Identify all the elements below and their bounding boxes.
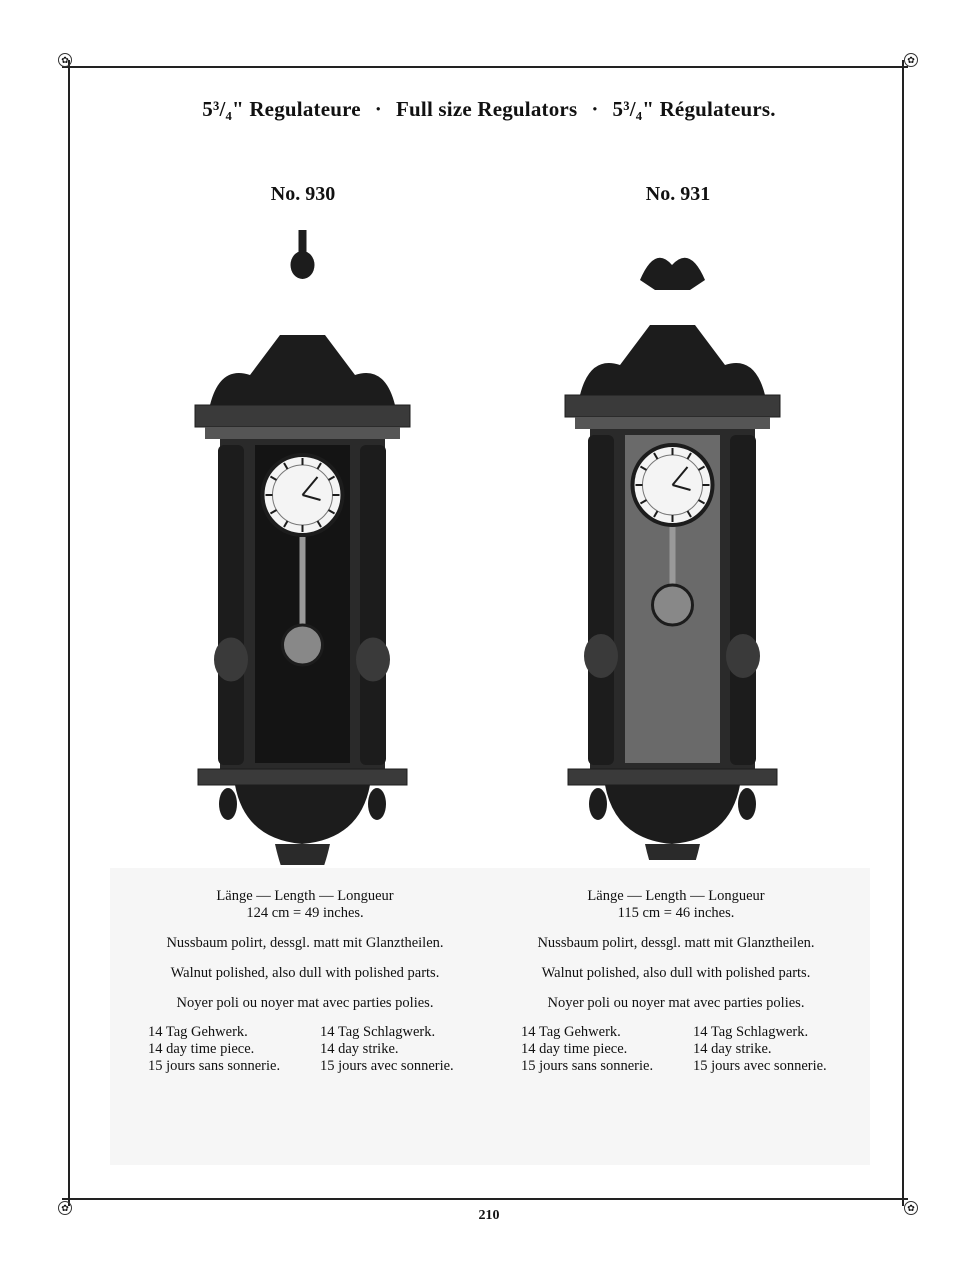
column (218, 445, 244, 765)
finial (290, 251, 315, 279)
title-separator: · (591, 97, 599, 121)
pendulum-bob (651, 583, 694, 627)
hour-mark (269, 509, 278, 515)
clock-illustration-930 (194, 230, 411, 865)
title-french: 5³/₄" Régulateurs. (612, 97, 776, 121)
length-value: 124 cm = 49 inches. (246, 905, 364, 921)
column (360, 445, 386, 765)
side-finial (368, 788, 386, 820)
hour-mark (316, 520, 322, 528)
description-english: Walnut polished, also dull with polished… (541, 965, 811, 981)
hour-mark (639, 465, 648, 471)
title-separator: · (374, 97, 382, 121)
corner-ornament-icon: ✿ (904, 1201, 918, 1215)
clock-hand (672, 484, 691, 491)
column (730, 435, 756, 765)
frame-top-rule (62, 66, 908, 68)
title-english: Full size Regulators (396, 97, 578, 121)
title-german: 5³/₄" Regulateure (202, 97, 361, 121)
corner-ornament-icon: ✿ (58, 1201, 72, 1215)
movement-spec: 14 Tag Gehwerk. (148, 1024, 248, 1040)
movement-spec: 14 day strike. (693, 1041, 772, 1057)
clock-illustration-931 (564, 257, 781, 860)
cornice (194, 404, 411, 428)
eagle-ornament (640, 257, 705, 290)
hour-mark (327, 509, 336, 515)
movement-spec: 14 Tag Gehwerk. (521, 1024, 621, 1040)
hour-mark (686, 452, 692, 460)
movement-spec: 15 jours sans sonnerie. (521, 1058, 654, 1074)
description-930: Länge — Length — Longueur 124 cm = 49 in… (130, 888, 480, 1075)
movement-spec: 15 jours avec sonnerie. (320, 1058, 454, 1074)
finial-top (298, 230, 307, 255)
length-label: Länge — Length — Longueur (587, 888, 765, 904)
pediment (210, 335, 395, 405)
frieze (575, 417, 770, 429)
movement-spec: 14 day time piece. (521, 1041, 628, 1057)
product-number-930: No. 930 (270, 183, 336, 205)
base-ledge (197, 768, 408, 786)
description-english: Walnut polished, also dull with polished… (170, 965, 440, 981)
hour-mark (283, 462, 289, 470)
hour-mark (639, 499, 648, 505)
hour-mark (686, 510, 692, 518)
description-german: Nussbaum polirt, dessgl. matt mit Glanzt… (166, 935, 444, 951)
pendulum-rod (669, 527, 676, 587)
base-bowl (235, 785, 370, 844)
hour-mark (316, 462, 322, 470)
clock-hand (302, 494, 321, 501)
length-value: 115 cm = 46 inches. (617, 905, 735, 921)
page-number: 210 (478, 1208, 500, 1223)
movement-spec: 14 Tag Schlagwerk. (693, 1024, 809, 1040)
clock-hand (301, 476, 319, 496)
side-finial (589, 788, 607, 820)
drop-finial (275, 844, 330, 865)
description-french: Noyer poli ou noyer mat avec parties pol… (547, 995, 805, 1011)
column-bulb (584, 634, 618, 678)
movement-spec: 14 day time piece. (148, 1041, 255, 1057)
side-finial (738, 788, 756, 820)
frame-left-rule (68, 60, 70, 1206)
hour-mark (269, 475, 278, 481)
hour-mark (697, 465, 706, 471)
frieze (205, 427, 400, 439)
movement-spec: 14 Tag Schlagwerk. (320, 1024, 436, 1040)
movement-spec: 15 jours avec sonnerie. (693, 1058, 827, 1074)
side-finial (219, 788, 237, 820)
base-bowl (605, 785, 740, 844)
hour-mark (653, 452, 659, 460)
hour-mark (327, 475, 336, 481)
frame-right-rule (902, 60, 904, 1206)
movement-spec: 14 day strike. (320, 1041, 399, 1057)
description-german: Nussbaum polirt, dessgl. matt mit Glanzt… (537, 935, 815, 951)
clock-hand (671, 466, 689, 486)
movement-spec: 15 jours sans sonnerie. (148, 1058, 281, 1074)
column (588, 435, 614, 765)
column-bulb (356, 637, 390, 682)
cornice (564, 394, 781, 418)
corner-ornament-icon: ✿ (58, 53, 72, 67)
drop-finial (645, 844, 700, 860)
pendulum-rod (299, 537, 306, 627)
page-title: 5³/₄" Regulateure · Full size Regulators · 5… (0, 97, 978, 122)
column-bulb (726, 634, 760, 678)
hour-mark (653, 510, 659, 518)
hour-mark (283, 520, 289, 528)
column-bulb (214, 637, 248, 682)
hour-mark (697, 499, 706, 505)
length-label: Länge — Length — Longueur (216, 888, 394, 904)
corner-ornament-icon: ✿ (904, 53, 918, 67)
frame-bottom-rule (62, 1198, 908, 1200)
pediment (580, 325, 765, 395)
pendulum-bob (281, 623, 324, 667)
description-french: Noyer poli ou noyer mat avec parties pol… (176, 995, 434, 1011)
description-panel (110, 868, 870, 1165)
description-931: Länge — Length — Longueur 115 cm = 46 in… (501, 888, 851, 1075)
base-ledge (567, 768, 778, 786)
product-number-931: No. 931 (645, 183, 711, 205)
